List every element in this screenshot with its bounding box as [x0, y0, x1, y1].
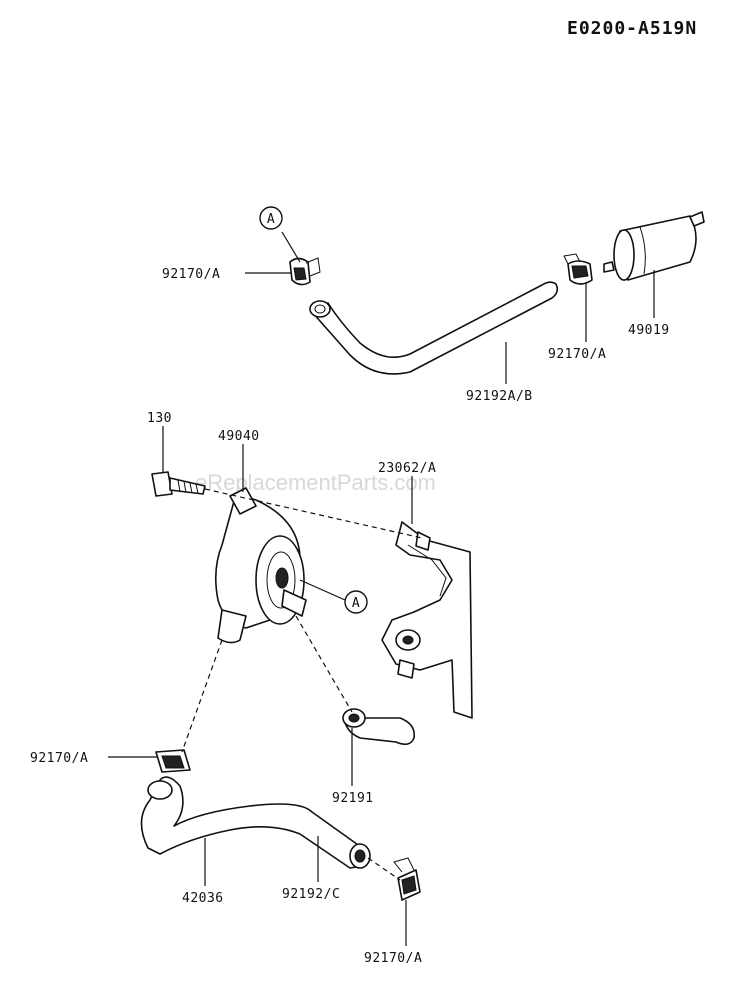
clamp-mid-left[interactable] [155, 749, 191, 773]
fitting[interactable] [342, 708, 416, 746]
clamp-top-left[interactable] [289, 257, 321, 286]
label-bracket: 23062/A [378, 461, 436, 476]
label-hose-lower-left: 42036 [182, 891, 224, 906]
label-pump: 49040 [218, 429, 260, 444]
diagram-code: E0200-A519N [567, 18, 697, 39]
label-bolt: 130 [147, 411, 172, 426]
label-filter: 49019 [628, 323, 670, 338]
bracket[interactable] [381, 521, 473, 719]
svg-text:A: A [352, 596, 360, 611]
svg-text:A: A [267, 212, 275, 227]
clamp-top-right[interactable] [563, 253, 593, 285]
hose-lower[interactable] [140, 776, 371, 869]
fuel-filter[interactable] [603, 211, 705, 281]
callout-ref-top: A [259, 206, 283, 230]
clamp-bottom[interactable] [393, 857, 421, 901]
hose-top[interactable] [309, 281, 559, 375]
label-clamp-mid-left: 92170/A [30, 751, 88, 766]
leader-lines [108, 231, 655, 946]
bolt[interactable] [151, 471, 206, 497]
label-clamp-bottom: 92170/A [364, 951, 422, 966]
label-fitting: 92191 [332, 791, 374, 806]
label-hose-top: 92192A/B [466, 389, 533, 404]
label-hose-lower-right: 92192/C [282, 887, 340, 902]
label-clamp-top-right: 92170/A [548, 347, 606, 362]
label-clamp-top-left: 92170/A [162, 267, 220, 282]
watermark: eReplacementParts.com [195, 470, 436, 495]
callout-ref-mid: A [344, 590, 368, 614]
fuel-pump[interactable] [214, 487, 307, 644]
